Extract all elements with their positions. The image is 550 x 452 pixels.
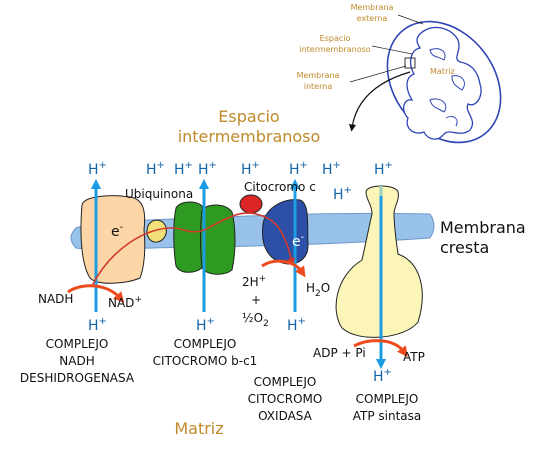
half-oxygen-label: ½O2 — [242, 311, 269, 329]
inset-label-membrana-interna-2: interna — [304, 82, 333, 91]
two-h-plus-label: 2H+ — [242, 274, 266, 289]
caption-line: DESHIDROGENASA — [20, 371, 135, 385]
complex-cytochrome-oxidase — [261, 199, 309, 265]
inset-label-espacio-1: Espacio — [320, 34, 351, 43]
leader-espacio — [371, 45, 413, 55]
proton-label: H+ — [146, 160, 165, 178]
complex1-subunit — [146, 219, 167, 243]
ubiquinona-label: Ubiquinona — [125, 187, 193, 201]
adp-pi-label: ADP + Pi — [313, 346, 366, 360]
nad-plus-label: NAD+ — [108, 295, 142, 310]
citocromo-c-label: Citocromo c — [244, 180, 316, 194]
espacio-label-line2: intermembranoso — [178, 127, 321, 146]
mitochondrion-inset: Membrana externa Espacio intermembranoso… — [297, 3, 502, 144]
proton-label: H+ — [333, 185, 352, 203]
complex-cytochrome-bc1 — [173, 201, 236, 275]
caption-line: OXIDASA — [258, 409, 313, 423]
caption-line: COMPLEJO — [254, 375, 317, 389]
plus-sign: + — [251, 293, 261, 307]
cytochrome-c — [239, 194, 263, 214]
proton-label: H+ — [322, 160, 341, 178]
proton-label: H+ — [174, 160, 193, 178]
caption-line: CITOCROMO — [248, 392, 323, 406]
proton-labels-bottom: H+ H+ H+ H+ — [88, 316, 392, 385]
inset-label-membrana-externa-2: externa — [357, 14, 388, 23]
inner-membrane-outline — [402, 26, 482, 140]
proton-label: H+ — [289, 160, 308, 178]
water-reaction-arrow — [261, 259, 306, 278]
leader-membrana-interna — [349, 65, 407, 83]
caption-line: CITOCROMO b-c1 — [153, 354, 258, 368]
crista-1 — [429, 48, 446, 61]
proton-label: H+ — [241, 160, 260, 178]
atp-reaction-arrow — [353, 339, 408, 358]
electron-path — [91, 212, 295, 287]
electron-label-complex1: e- — [111, 222, 124, 240]
crista-4 — [445, 115, 458, 127]
membrana-label-line1: Membrana — [440, 218, 526, 237]
proton-label: H+ — [88, 316, 107, 334]
crista-2 — [451, 75, 465, 91]
nadh-label: NADH — [38, 292, 73, 306]
caption-complex5: COMPLEJO ATP sintasa — [353, 392, 422, 423]
proton-label: H+ — [374, 160, 393, 178]
proton-labels-top: H+ H+ H+ H+ H+ H+ H+ H+ H+ — [88, 160, 393, 203]
proton-label: H+ — [198, 160, 217, 178]
proton-label: H+ — [287, 316, 306, 334]
inset-label-membrana-externa-1: Membrana — [351, 3, 394, 12]
espacio-label-line1: Espacio — [218, 107, 279, 126]
caption-complex3: COMPLEJO CITOCROMO b-c1 — [153, 337, 258, 368]
proton-label: H+ — [196, 316, 215, 334]
complex-atp-synthase — [335, 185, 423, 338]
matriz-label: Matriz — [174, 419, 223, 438]
complex3-right — [200, 204, 236, 275]
zoom-region-box — [404, 57, 416, 69]
zoom-arrow — [348, 71, 411, 132]
complex-nadh-dehydrogenase — [80, 195, 167, 284]
proton-label: H+ — [373, 367, 392, 385]
inset-label-espacio-2: intermembranoso — [299, 45, 370, 54]
inset-label-matriz: Matriz — [430, 67, 455, 76]
proton-label: H+ — [88, 160, 107, 178]
caption-line: COMPLEJO — [174, 337, 237, 351]
caption-line: COMPLEJO — [46, 337, 109, 351]
electron-label-complex4: e- — [292, 232, 305, 250]
crista-3 — [429, 98, 447, 113]
caption-line: COMPLEJO — [356, 392, 419, 406]
membrana-label-line2: cresta — [440, 238, 489, 257]
nadh-reaction-arrow — [67, 284, 125, 303]
water-label: H2O — [306, 281, 330, 299]
caption-complex1: COMPLEJO NADH DESHIDROGENASA — [20, 337, 135, 385]
caption-line: NADH — [59, 354, 94, 368]
leader-membrana-externa — [397, 14, 424, 25]
inset-label-membrana-interna-1: Membrana — [297, 71, 340, 80]
caption-line: ATP sintasa — [353, 409, 422, 423]
proton-arrows — [90, 178, 387, 370]
caption-complex4: COMPLEJO CITOCROMO OXIDASA — [248, 375, 323, 423]
atp-label: ATP — [403, 350, 425, 364]
